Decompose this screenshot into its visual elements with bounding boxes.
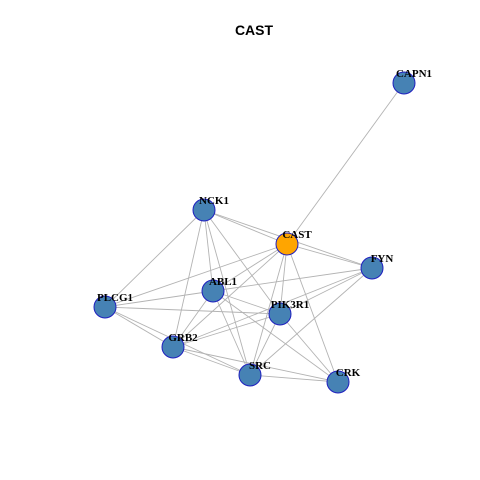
edge-abl1-src: [212, 290, 251, 376]
edge-cast-crk: [286, 243, 339, 383]
edge-nck1-plcg1: [104, 209, 205, 308]
node-label-cast: CAST: [282, 229, 312, 241]
edge-nck1-src: [203, 209, 251, 376]
node-circle-nck1: [192, 198, 216, 222]
edge-cast-plcg1: [104, 243, 288, 308]
node-circle-src: [238, 363, 262, 387]
edge-grb2-crk: [172, 346, 339, 383]
diagram-title: CAST: [235, 22, 274, 38]
edge-fyn-src: [249, 267, 373, 376]
edge-cast-abl1: [212, 243, 288, 292]
node-label-nck1: NCK1: [199, 195, 229, 207]
edge-src-crk: [249, 374, 339, 383]
edge-abl1-plcg1: [104, 290, 214, 308]
node-capn1: CAPN1: [392, 68, 432, 95]
node-label-abl1: ABL1: [209, 276, 237, 288]
node-abl1: ABL1: [201, 276, 237, 303]
node-circle-plcg1: [93, 295, 117, 319]
edge-plcg1-grb2: [104, 306, 174, 348]
edge-layer: [104, 82, 405, 383]
node-circle-pik3r1: [268, 302, 292, 326]
node-plcg1: PLCG1: [93, 292, 133, 319]
edge-pik3r1-grb2: [172, 313, 281, 348]
node-label-crk: CRK: [336, 367, 361, 379]
node-circle-crk: [326, 370, 350, 394]
edge-fyn-abl1: [212, 267, 373, 292]
edge-fyn-pik3r1: [279, 267, 373, 315]
node-fyn: FYN: [360, 253, 394, 280]
edge-cast-pik3r1: [279, 243, 288, 315]
edge-abl1-pik3r1: [212, 290, 281, 315]
node-label-grb2: GRB2: [168, 332, 198, 344]
node-label-capn1: CAPN1: [396, 68, 432, 80]
edge-pik3r1-crk: [279, 313, 339, 383]
edge-nck1-grb2: [172, 209, 205, 348]
node-circle-abl1: [201, 279, 225, 303]
node-nck1: NCK1: [192, 195, 229, 222]
node-label-fyn: FYN: [371, 253, 394, 265]
node-grb2: GRB2: [161, 332, 198, 359]
node-circle-capn1: [392, 71, 416, 95]
node-circle-grb2: [161, 335, 185, 359]
node-cast: CAST: [275, 229, 312, 256]
edge-cast-capn1: [286, 82, 405, 245]
edge-abl1-crk: [212, 290, 339, 383]
edge-nck1-abl1: [203, 209, 214, 292]
node-label-src: SRC: [249, 360, 271, 372]
edge-cast-fyn: [286, 243, 373, 269]
node-pik3r1: PIK3R1: [268, 299, 310, 326]
edge-nck1-pik3r1: [203, 209, 281, 315]
node-circle-cast: [275, 232, 299, 256]
edge-plcg1-pik3r1: [104, 306, 281, 315]
node-crk: CRK: [326, 367, 361, 394]
edge-cast-nck1: [203, 209, 288, 245]
node-src: SRC: [238, 360, 271, 387]
edge-grb2-src: [172, 346, 251, 376]
node-circle-fyn: [360, 256, 384, 280]
edge-cast-grb2: [172, 243, 288, 348]
node-label-pik3r1: PIK3R1: [271, 299, 310, 311]
node-label-plcg1: PLCG1: [97, 292, 133, 304]
